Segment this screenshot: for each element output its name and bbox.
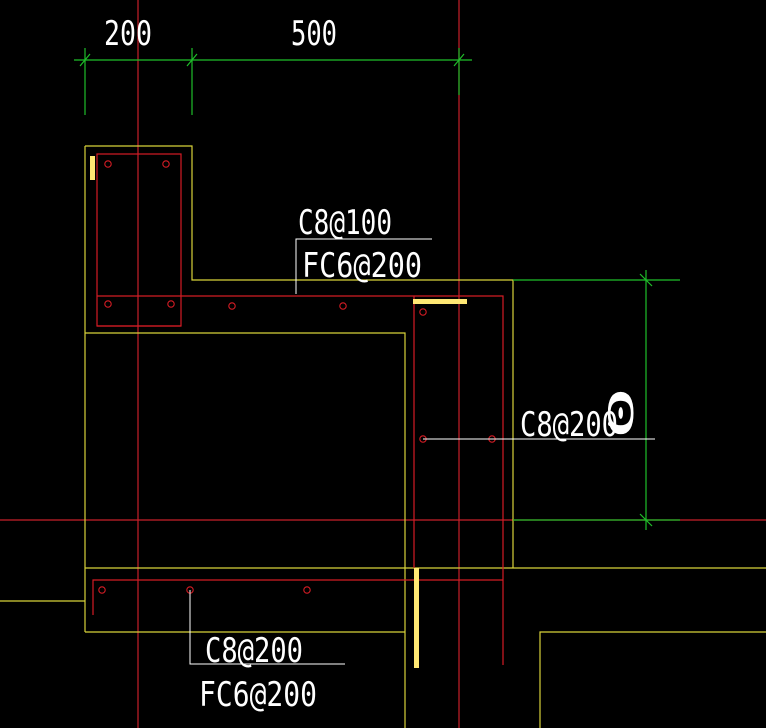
dim-tick-1: [79, 53, 91, 67]
rebar-dot: [303, 586, 311, 594]
marker-horizontal: [413, 299, 467, 304]
rebar-dot: [162, 160, 170, 168]
leader-top: [295, 238, 432, 294]
annotation-bottom-main: C8@200: [205, 631, 303, 671]
marker-vertical-bottom: [414, 568, 419, 668]
dim-label-left: 200: [104, 14, 152, 54]
dim-label-right: 500: [291, 14, 337, 54]
dimension-lines: [74, 48, 680, 530]
leader-lines: [189, 238, 655, 665]
rebar-dots: [98, 160, 496, 594]
beam-stirrup: [97, 295, 504, 665]
annotation-right-main: C8@200: [520, 405, 618, 445]
dim-label-vertical: 0: [602, 386, 642, 440]
concrete-outline: [0, 145, 766, 728]
rebar-lines: [92, 153, 504, 665]
dim-right-tick-top: [639, 273, 653, 287]
annotation-top-distribution: FC6@200: [302, 246, 422, 286]
rebar-dot: [339, 302, 347, 310]
dim-tick-3: [453, 53, 465, 67]
column-stirrup: [96, 153, 182, 327]
outline-upper: [85, 145, 514, 568]
slab-rebar: [92, 579, 503, 615]
outline-right-box: [539, 631, 766, 728]
rebar-dot: [98, 586, 106, 594]
annotation-bottom-distribution: FC6@200: [199, 675, 317, 715]
leader-bottom: [189, 590, 345, 665]
outline-inner-opening: [85, 332, 406, 728]
rebar-dot: [419, 308, 427, 316]
rebar-dot: [104, 300, 112, 308]
rebar-dot: [167, 300, 175, 308]
rebar-dot: [104, 160, 112, 168]
dim-tick-2: [186, 53, 198, 67]
rebar-dot: [228, 302, 236, 310]
dim-right-tick-bottom: [639, 513, 653, 527]
marker-vertical-top: [90, 156, 95, 180]
annotation-top-main: C8@100: [298, 203, 392, 243]
markers: [90, 156, 467, 668]
